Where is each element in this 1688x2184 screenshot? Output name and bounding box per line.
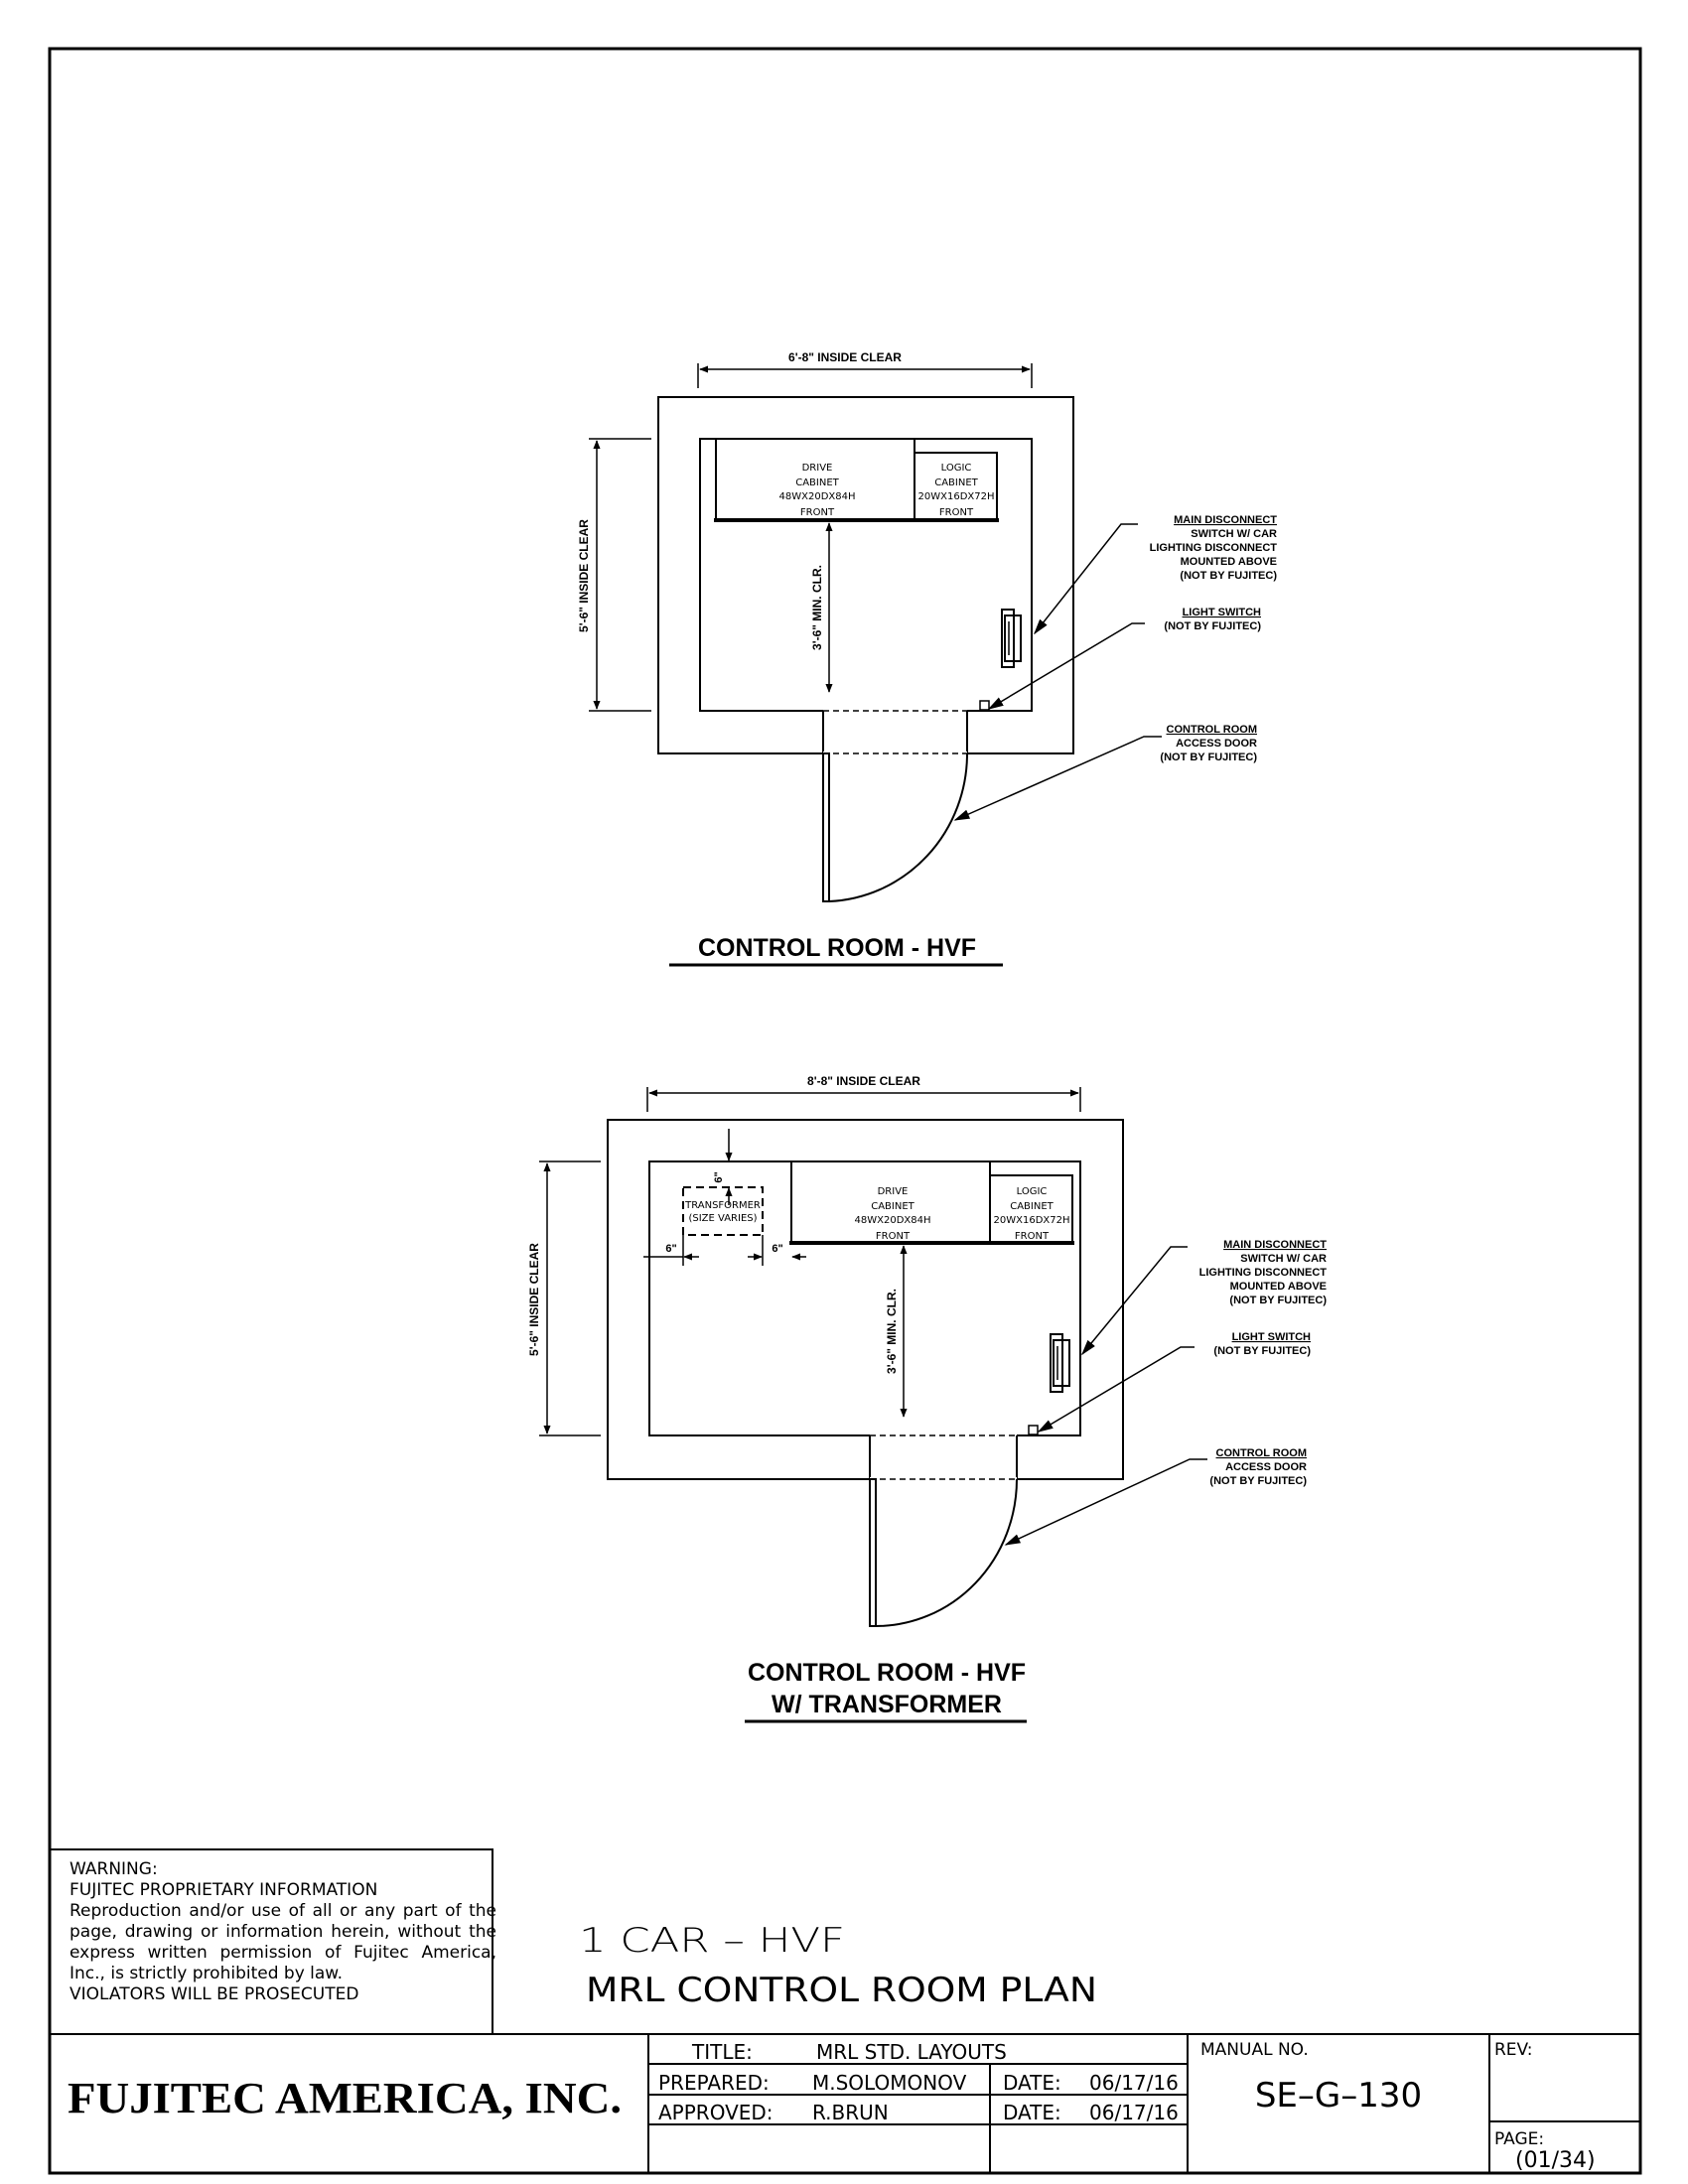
logic-cabinet-label-2: CABINET (1010, 1201, 1054, 1212)
main-disconnect-symbol (1050, 1333, 1070, 1393)
door-swing-arc (875, 1478, 1018, 1627)
clearance-dimension-label: 3'-6" MIN. CLR. (885, 1289, 899, 1374)
drive-cabinet-label-2: CABINET (871, 1201, 914, 1212)
warning-body: Reproduction and/or use of all or any pa… (70, 1901, 496, 1983)
warning-footer: VIOLATORS WILL BE PROSECUTED (70, 1984, 359, 2004)
light-switch-callout-1: LIGHT SWITCH (1232, 1331, 1311, 1343)
width-dimension-label: 8'-8" INSIDE CLEAR (807, 1074, 920, 1088)
main-disconnect-callout-5: (NOT BY FUJITEC) (1229, 1295, 1327, 1306)
prepared-date-label: DATE: (1003, 2071, 1061, 2095)
drive-cabinet-label-1: DRIVE (878, 1186, 909, 1197)
light-switch-symbol (1028, 1425, 1039, 1435)
access-door-leader (1004, 1458, 1207, 1546)
clearance-dimension-label: 3'-6" MIN. CLR. (810, 565, 824, 650)
offset-right-label: 6" (772, 1243, 782, 1255)
logic-cabinet-label-4: FRONT (939, 507, 974, 518)
access-door-leader (953, 736, 1162, 821)
manual-label: MANUAL NO. (1200, 2040, 1309, 2060)
plan-hvf: DRIVE CABINET 48WX20DX84H FRONT LOGIC CA… (577, 350, 1278, 967)
main-disconnect-callout-2: SWITCH W/ CAR (1191, 528, 1277, 540)
warning-text: WARNING: FUJITEC PROPRIETARY INFORMATION… (70, 1859, 496, 2005)
transformer-label-2: (SIZE VARIES) (688, 1213, 757, 1224)
drive-cabinet-label-3: 48WX20DX84H (855, 1215, 931, 1226)
room-outer-wall (657, 396, 1074, 754)
room-outer-wall (607, 1119, 1124, 1480)
plan-subtitle: W/ TRANSFORMER (772, 1691, 1002, 1718)
manual-value: SE–G–130 (1255, 2076, 1422, 2116)
height-dimension-label: 5'-6" INSIDE CLEAR (577, 519, 591, 632)
drive-cabinet-label-4: FRONT (800, 507, 835, 518)
access-door-callout-1: CONTROL ROOM (1167, 724, 1257, 736)
main-disconnect-symbol (1001, 609, 1022, 668)
approved-value: R.BRUN (812, 2101, 889, 2124)
rev-label: REV: (1494, 2040, 1533, 2060)
title-block: FUJITEC AMERICA, INC. 1 CAR – HVF MRL CO… (49, 1848, 1640, 2173)
logic-cabinet-label-2: CABINET (934, 478, 978, 488)
light-switch-callout-2: (NOT BY FUJITEC) (1164, 620, 1261, 632)
approved-date-label: DATE: (1003, 2101, 1061, 2124)
main-disconnect-callout-4: MOUNTED ABOVE (1181, 556, 1277, 568)
main-disconnect-callout-1: MAIN DISCONNECT (1223, 1239, 1327, 1251)
height-dimension-label: 5'-6" INSIDE CLEAR (527, 1243, 541, 1356)
main-disconnect-callout-1: MAIN DISCONNECT (1174, 514, 1277, 526)
drive-cabinet-label-2: CABINET (795, 478, 839, 488)
access-door-callout-3: (NOT BY FUJITEC) (1160, 751, 1257, 763)
access-door-callout-1: CONTROL ROOM (1216, 1447, 1307, 1459)
title-value: MRL STD. LAYOUTS (816, 2040, 1007, 2064)
page-value: (01/34) (1515, 2148, 1596, 2173)
access-door-callout-3: (NOT BY FUJITEC) (1209, 1475, 1307, 1487)
company-name: FUJITEC AMERICA, INC. (68, 2074, 622, 2122)
logic-cabinet-label-3: 20WX16DX72H (918, 491, 995, 502)
logic-cabinet-label-4: FRONT (1015, 1231, 1050, 1242)
access-door-callout-2: ACCESS DOOR (1176, 738, 1257, 750)
logic-cabinet-label-3: 20WX16DX72H (994, 1215, 1070, 1226)
approved-label: APPROVED: (658, 2101, 774, 2124)
width-dimension-label: 6'-8" INSIDE CLEAR (788, 350, 902, 364)
main-disconnect-callout-5: (NOT BY FUJITEC) (1180, 570, 1277, 582)
logic-cabinet-label-1: LOGIC (1017, 1186, 1048, 1197)
plan-title: CONTROL ROOM - HVF (748, 1659, 1026, 1687)
offset-left-label: 6" (665, 1243, 676, 1255)
main-disconnect-callout-2: SWITCH W/ CAR (1240, 1253, 1327, 1265)
title-label: TITLE: (691, 2040, 753, 2064)
drawing-title-line2: MRL CONTROL ROOM PLAN (586, 1971, 1097, 2010)
warning-subheading: FUJITEC PROPRIETARY INFORMATION (70, 1880, 378, 1900)
drive-cabinet-label-1: DRIVE (802, 463, 833, 474)
prepared-value: M.SOLOMONOV (812, 2071, 967, 2095)
offset-top-label: 6" (713, 1171, 725, 1182)
main-disconnect-leader (1080, 1246, 1188, 1356)
page-label: PAGE: (1494, 2129, 1544, 2149)
light-switch-leader (987, 622, 1145, 710)
access-door-callout-2: ACCESS DOOR (1225, 1461, 1307, 1473)
light-switch-callout-2: (NOT BY FUJITEC) (1213, 1345, 1311, 1357)
light-switch-leader (1037, 1346, 1195, 1433)
light-switch-callout-1: LIGHT SWITCH (1183, 607, 1261, 618)
drive-cabinet-label-4: FRONT (876, 1231, 911, 1242)
main-disconnect-callout-3: LIGHTING DISCONNECT (1199, 1267, 1328, 1279)
plan-hvf-transformer: DRIVE CABINET 48WX20DX84H FRONT LOGIC CA… (527, 1074, 1328, 1723)
door-leaf (869, 1478, 877, 1627)
sheet-border (48, 47, 1642, 2175)
logic-cabinet-label-1: LOGIC (941, 463, 972, 474)
main-disconnect-leader (1034, 523, 1138, 635)
main-disconnect-callout-3: LIGHTING DISCONNECT (1150, 542, 1278, 554)
plan-title: CONTROL ROOM - HVF (698, 934, 976, 962)
transformer-label-1: TRANSFORMER (684, 1200, 761, 1211)
door-leaf (822, 752, 830, 902)
warning-heading: WARNING: (70, 1859, 158, 1879)
room-inner-wall (699, 438, 1033, 712)
approved-date-value: 06/17/16 (1089, 2101, 1179, 2124)
prepared-label: PREPARED: (658, 2071, 770, 2095)
light-switch-symbol (979, 700, 990, 711)
drive-cabinet-label-3: 48WX20DX84H (779, 491, 856, 502)
prepared-date-value: 06/17/16 (1089, 2071, 1179, 2095)
door-swing-arc (828, 752, 969, 902)
main-disconnect-callout-4: MOUNTED ABOVE (1230, 1281, 1327, 1293)
transformer-outline (682, 1186, 764, 1236)
drawing-title-line1: 1 CAR – HVF (579, 1921, 845, 1961)
